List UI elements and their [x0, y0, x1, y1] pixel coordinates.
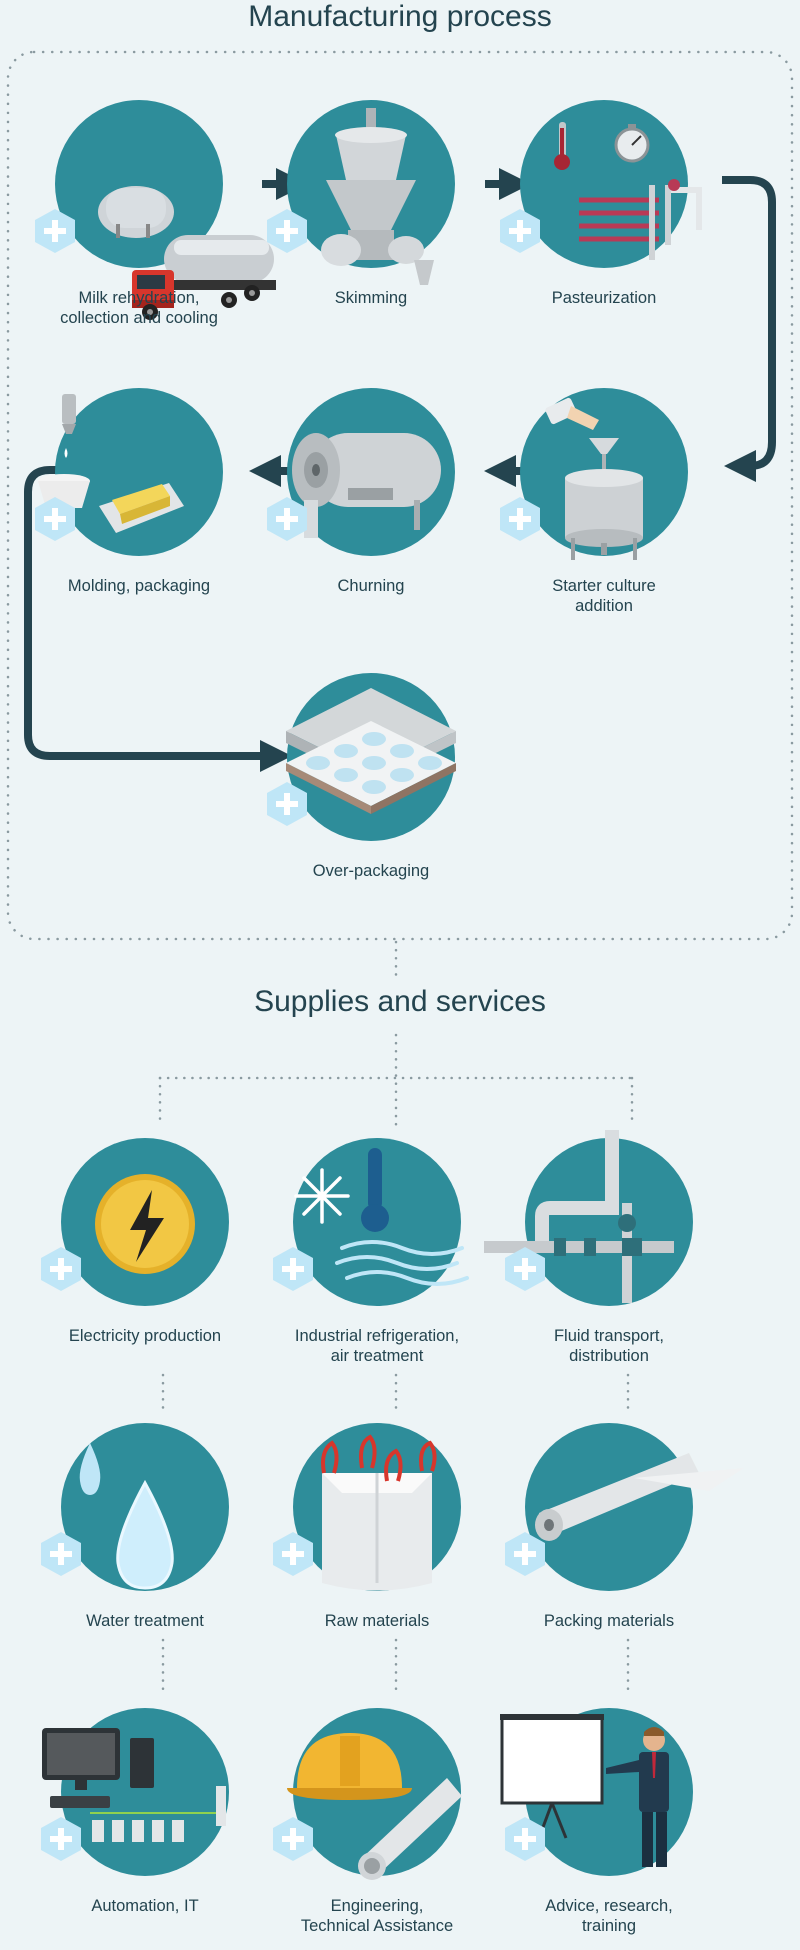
- milk-label-line: collection and cooling: [60, 309, 218, 327]
- skimming-label: Skimming: [256, 288, 486, 308]
- supplies-title: Supplies and services: [254, 985, 546, 1018]
- supplies-tree: [158, 1033, 634, 1694]
- raw-label-line: Raw materials: [324, 1612, 430, 1630]
- engineering-plus-icon[interactable]: [270, 1816, 316, 1862]
- pipes-valve-icon: [484, 1130, 674, 1303]
- manufacturing-frame: [6, 50, 794, 941]
- engineering-label-line: Technical Assistance: [300, 1917, 454, 1935]
- arrow-molding-to-overpack: [24, 466, 292, 772]
- pasteurization-label: Pasteurization: [489, 288, 719, 308]
- starter-label: Starter culture addition: [489, 576, 719, 616]
- starter-label-line: addition: [575, 597, 633, 615]
- raw-label: Raw materials: [262, 1611, 492, 1631]
- engineering-label-line: Engineering,: [330, 1897, 424, 1915]
- water-drop-icon: [79, 1443, 174, 1590]
- fluid-label-line: distribution: [569, 1347, 649, 1365]
- churning-label: Churning: [256, 576, 486, 596]
- water-plus-icon[interactable]: [38, 1531, 84, 1577]
- starter-label-line: Starter culture: [552, 577, 656, 595]
- molding-label: Molding, packaging: [24, 576, 254, 596]
- arrow-pasteurization-to-starter: [722, 176, 776, 482]
- refrigeration-label-line: air treatment: [330, 1347, 424, 1365]
- engineering-label: Engineering, Technical Assistance: [262, 1896, 492, 1936]
- manufacturing-title: Manufacturing process: [248, 0, 552, 33]
- automation-label-line: Automation, IT: [91, 1897, 199, 1915]
- electricity-plus-icon[interactable]: [38, 1246, 84, 1292]
- advice-plus-icon[interactable]: [502, 1816, 548, 1862]
- packing-label-line: Packing materials: [543, 1612, 675, 1630]
- skimming-plus-icon[interactable]: [264, 208, 310, 254]
- raw-plus-icon[interactable]: [270, 1531, 316, 1577]
- presenter-icon: [500, 1714, 669, 1867]
- refrigeration-label: Industrial refrigeration, air treatment: [262, 1326, 492, 1366]
- big-bag-icon: [321, 1434, 437, 1591]
- pasteurization-label-line: Pasteurization: [551, 289, 657, 307]
- snowflake-thermometer-icon: [294, 1148, 469, 1286]
- centrifuge-separator-icon: [321, 108, 434, 285]
- electricity-label-line: Electricity production: [68, 1327, 222, 1345]
- packing-label: Packing materials: [494, 1611, 724, 1631]
- molding-circle: [55, 388, 223, 556]
- film-roll-icon: [535, 1453, 744, 1541]
- starter-plus-icon[interactable]: [497, 496, 543, 542]
- packing-plus-icon[interactable]: [502, 1531, 548, 1577]
- computer-icon: [42, 1728, 226, 1842]
- pasteurization-plus-icon[interactable]: [497, 208, 543, 254]
- refrigeration-plus-icon[interactable]: [270, 1246, 316, 1292]
- water-label: Water treatment: [30, 1611, 260, 1631]
- electricity-label: Electricity production: [30, 1326, 260, 1346]
- churning-label-line: Churning: [337, 577, 405, 595]
- milk-label: Milk rehydration, collection and cooling: [24, 288, 254, 328]
- milk-label-line: Milk rehydration,: [78, 289, 200, 307]
- fluid-label: Fluid transport, distribution: [494, 1326, 724, 1366]
- advice-label: Advice, research, training: [494, 1896, 724, 1936]
- milk-truck-icon: [98, 186, 276, 320]
- advice-label-line: training: [581, 1917, 637, 1935]
- molding-label-line: Molding, packaging: [67, 577, 211, 595]
- lightning-icon: [95, 1174, 195, 1274]
- hard-hat-icon: [287, 1733, 462, 1880]
- fluid-plus-icon[interactable]: [502, 1246, 548, 1292]
- tray-pack-icon: [286, 688, 456, 814]
- fluid-label-line: Fluid transport,: [553, 1327, 665, 1345]
- heat-exchanger-icon: [554, 122, 702, 260]
- automation-plus-icon[interactable]: [38, 1816, 84, 1862]
- churn-drum-icon: [292, 433, 441, 538]
- advice-label-line: Advice, research,: [545, 1897, 673, 1915]
- molding-plus-icon[interactable]: [32, 496, 78, 542]
- refrigeration-label-line: Industrial refrigeration,: [294, 1327, 460, 1345]
- skimming-label-line: Skimming: [334, 289, 408, 307]
- water-label-line: Water treatment: [86, 1612, 204, 1630]
- automation-label: Automation, IT: [30, 1896, 260, 1916]
- overpack-label-line: Over-packaging: [312, 862, 430, 880]
- overpack-plus-icon[interactable]: [264, 781, 310, 827]
- milk-plus-icon[interactable]: [32, 208, 78, 254]
- culture-tank-icon: [545, 397, 643, 560]
- overpack-label: Over-packaging: [256, 861, 486, 881]
- churning-plus-icon[interactable]: [264, 496, 310, 542]
- butter-block-icon: [38, 394, 184, 533]
